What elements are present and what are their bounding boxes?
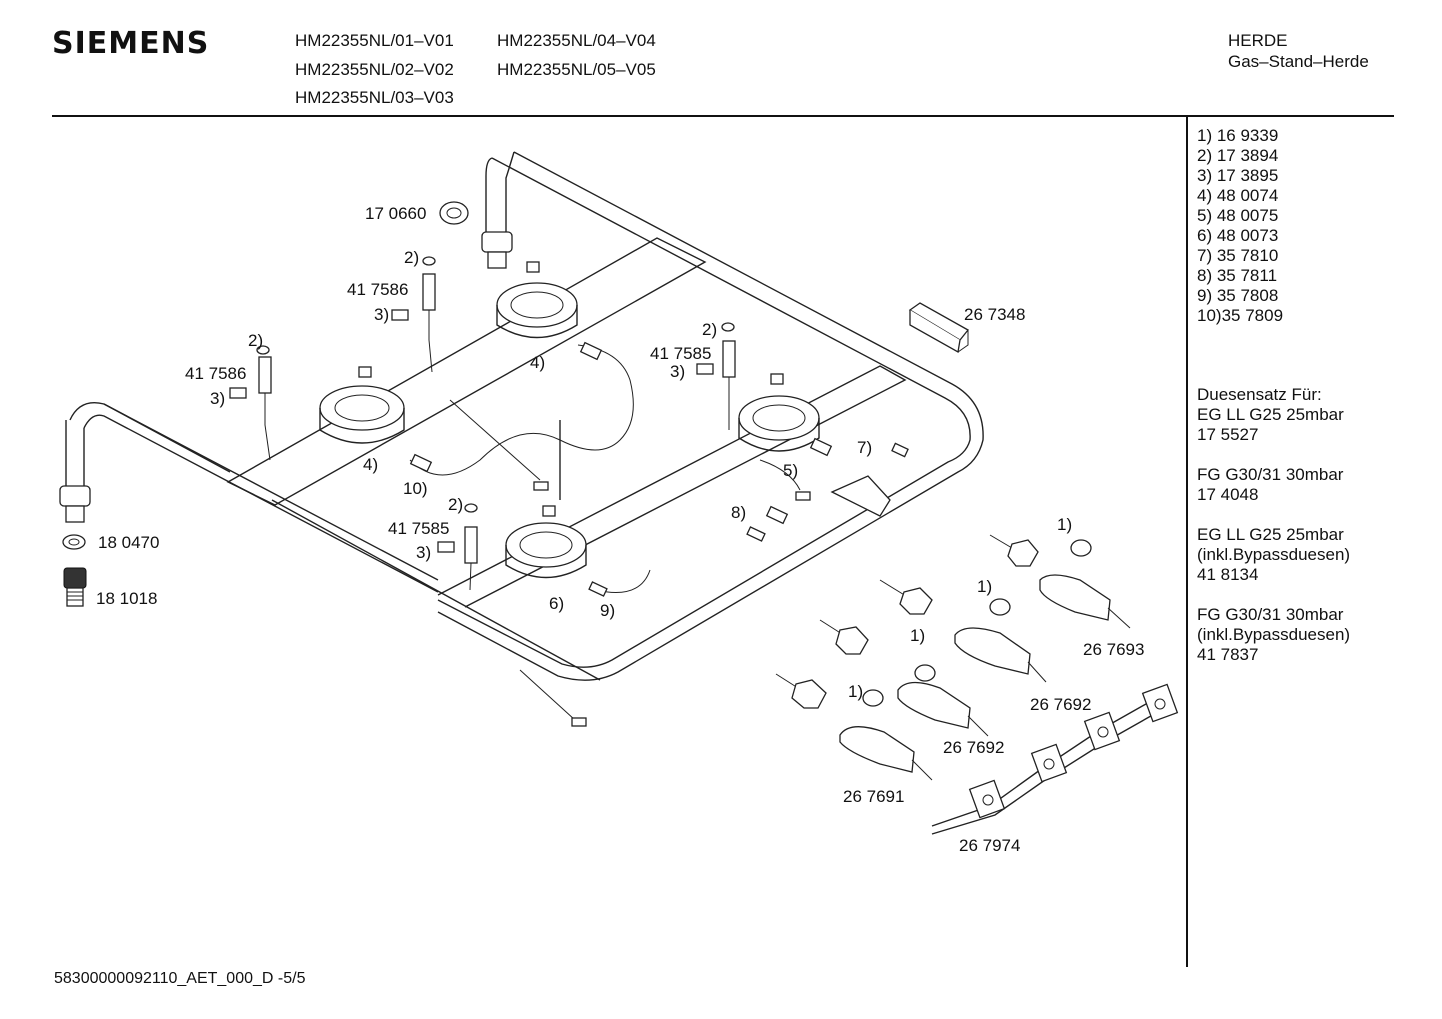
nozzle-note: (inkl.Bypassduesen): [1197, 545, 1351, 564]
callout: 3): [416, 543, 432, 562]
legend-item: 7) 35 7810: [1197, 246, 1279, 265]
category-subtitle: Gas–Stand–Herde: [1228, 52, 1369, 71]
burner-frame: [65, 151, 984, 681]
washer-part: [62, 534, 86, 550]
legend-item: 6) 48 0073: [1197, 226, 1279, 245]
callout: 2): [448, 495, 464, 514]
part-label: 17 0660: [365, 204, 427, 223]
gas-valves: [775, 534, 1131, 781]
callout: 4): [363, 455, 379, 474]
pipe-fittings: [409, 341, 909, 597]
connector-part: [63, 567, 87, 607]
part-label: 18 0470: [98, 533, 160, 552]
nozzle-desc: FG G30/31 30mbar: [1197, 605, 1344, 624]
callout: 1): [910, 626, 926, 645]
part-label: 26 7691: [843, 787, 905, 806]
callout: 2): [404, 248, 420, 267]
part-label: 41 7586: [347, 280, 409, 299]
legend-item: 3) 17 3895: [1197, 166, 1279, 185]
callout: 2): [702, 320, 718, 339]
nozzle-desc: EG LL G25 25mbar: [1197, 525, 1344, 544]
header-divider: [52, 115, 1394, 117]
callout: 6): [549, 594, 565, 613]
brand-logo: SIEMENS: [52, 26, 210, 61]
nozzle-title: Duesensatz Für:: [1197, 385, 1322, 404]
callout: 5): [783, 461, 799, 480]
part-label: 26 7692: [1030, 695, 1092, 714]
part-label: 26 7692: [943, 738, 1005, 757]
callout: 3): [374, 305, 390, 324]
nozzle-part: 41 8134: [1197, 565, 1259, 584]
legend-item: 8) 35 7811: [1197, 266, 1278, 285]
legend-item: 2) 17 3894: [1197, 146, 1279, 165]
part-label: 26 7974: [959, 836, 1021, 855]
burner-bodies: [319, 261, 820, 579]
nozzle-desc: EG LL G25 25mbar: [1197, 405, 1344, 424]
part-label: 41 7586: [185, 364, 247, 383]
legend-item: 1) 16 9339: [1197, 126, 1279, 145]
frame-bracket: [830, 475, 891, 517]
document-id: 58300000092110_AET_000_D -5/5: [54, 970, 306, 987]
callout: 2): [248, 331, 264, 350]
callout: 7): [857, 438, 873, 457]
part-label: 26 7348: [964, 305, 1026, 324]
callout: 8): [731, 503, 747, 522]
callout: 9): [600, 601, 616, 620]
model-number: HM22355NL/03–V03: [295, 88, 454, 107]
legend-item: 5) 48 0075: [1197, 206, 1279, 225]
inlet-fittings: [59, 231, 513, 523]
model-number: HM22355NL/05–V05: [497, 60, 656, 79]
ignition-module: [908, 302, 969, 354]
nozzle-part: 17 5527: [1197, 425, 1259, 444]
callout: 1): [1057, 515, 1073, 534]
small-parts: [229, 256, 735, 553]
callout: 1): [977, 577, 993, 596]
legend-item: 4) 48 0074: [1197, 186, 1279, 205]
part-label: 26 7693: [1083, 640, 1145, 659]
part-label: 41 7585: [388, 519, 450, 538]
legend-item: 10)35 7809: [1197, 306, 1284, 325]
nozzle-part: 17 4048: [1197, 485, 1259, 504]
valve-bracket: [931, 683, 1179, 835]
model-number: HM22355NL/01–V01: [295, 31, 454, 50]
category-title: HERDE: [1228, 31, 1288, 50]
thermocouples: [258, 273, 736, 591]
callout: 10): [403, 479, 428, 498]
parts-legend: 1) 16 9339 2) 17 3894 3) 17 3895 4) 48 0…: [1197, 126, 1283, 326]
part-label: 18 1018: [96, 589, 158, 608]
callout: 1): [848, 682, 864, 701]
callout: 3): [210, 389, 226, 408]
part-label: 41 7585: [650, 344, 712, 363]
model-number: HM22355NL/04–V04: [497, 31, 656, 50]
ignition-wires: [409, 344, 811, 727]
sidebar-divider: [1186, 117, 1188, 967]
nozzle-note: (inkl.Bypassduesen): [1197, 625, 1351, 644]
model-number: HM22355NL/02–V02: [295, 60, 454, 79]
callout: 3): [670, 362, 686, 381]
legend-item: 9) 35 7808: [1197, 286, 1279, 305]
nozzle-part: 41 7837: [1197, 645, 1259, 664]
callout: 4): [530, 353, 546, 372]
nut-part: [439, 201, 469, 225]
nozzle-desc: FG G30/31 30mbar: [1197, 465, 1344, 484]
